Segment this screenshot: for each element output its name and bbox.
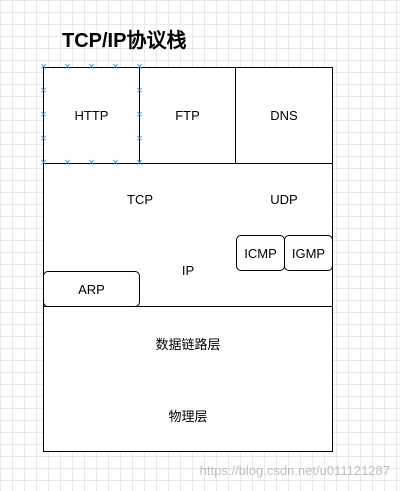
arp-label: ARP — [78, 281, 105, 297]
selection-handle-icon[interactable]: × — [135, 134, 144, 144]
selection-handle-icon[interactable]: × — [63, 62, 72, 72]
physical-label: 物理层 — [168, 408, 208, 424]
ftp-label: FTP — [175, 108, 200, 123]
icmp-box[interactable]: ICMP — [236, 235, 285, 271]
udp-box[interactable]: UDP — [236, 164, 333, 236]
ip-label: IP — [181, 263, 195, 278]
selection-handle-icon[interactable]: × — [39, 134, 48, 144]
dns-label: DNS — [270, 108, 298, 123]
dns-box[interactable]: DNS — [236, 67, 333, 164]
tcp-box[interactable]: TCP — [43, 164, 237, 236]
selection-handle-icon[interactable]: × — [39, 158, 48, 168]
selection-handle-icon[interactable]: × — [87, 62, 96, 72]
selection-handle-icon[interactable]: × — [39, 62, 48, 72]
igmp-label: IGMP — [291, 245, 326, 261]
watermark: https://blog.csdn.net/u011121287 — [199, 463, 390, 478]
physical-box[interactable]: 物理层 — [43, 379, 333, 452]
datalink-box[interactable]: 数据链路层 — [43, 307, 333, 380]
tcp-label: TCP — [127, 192, 153, 207]
igmp-box[interactable]: IGMP — [284, 235, 333, 271]
ftp-box[interactable]: FTP — [140, 67, 236, 164]
selection-handle-icon[interactable]: × — [87, 158, 96, 168]
selection-handle-icon[interactable]: × — [39, 86, 48, 96]
selection-handle-icon[interactable]: × — [39, 110, 48, 120]
datalink-label: 数据链路层 — [155, 336, 221, 352]
selection-handle-icon[interactable]: × — [63, 158, 72, 168]
http-label: HTTP — [74, 108, 109, 123]
selection-handle-icon[interactable]: × — [135, 62, 144, 72]
selection-handle-icon[interactable]: × — [135, 158, 144, 168]
selection-handle-icon[interactable]: × — [135, 86, 144, 96]
udp-label: UDP — [270, 192, 298, 207]
selection-handle-icon[interactable]: × — [111, 158, 120, 168]
arp-box[interactable]: ARP — [43, 271, 140, 307]
selection-handle-icon[interactable]: × — [111, 62, 120, 72]
diagram-title: TCP/IP协议栈 — [62, 30, 187, 52]
selection-handle-icon[interactable]: × — [135, 110, 144, 120]
http-box[interactable]: HTTP — [43, 67, 140, 164]
icmp-label: ICMP — [244, 245, 277, 261]
